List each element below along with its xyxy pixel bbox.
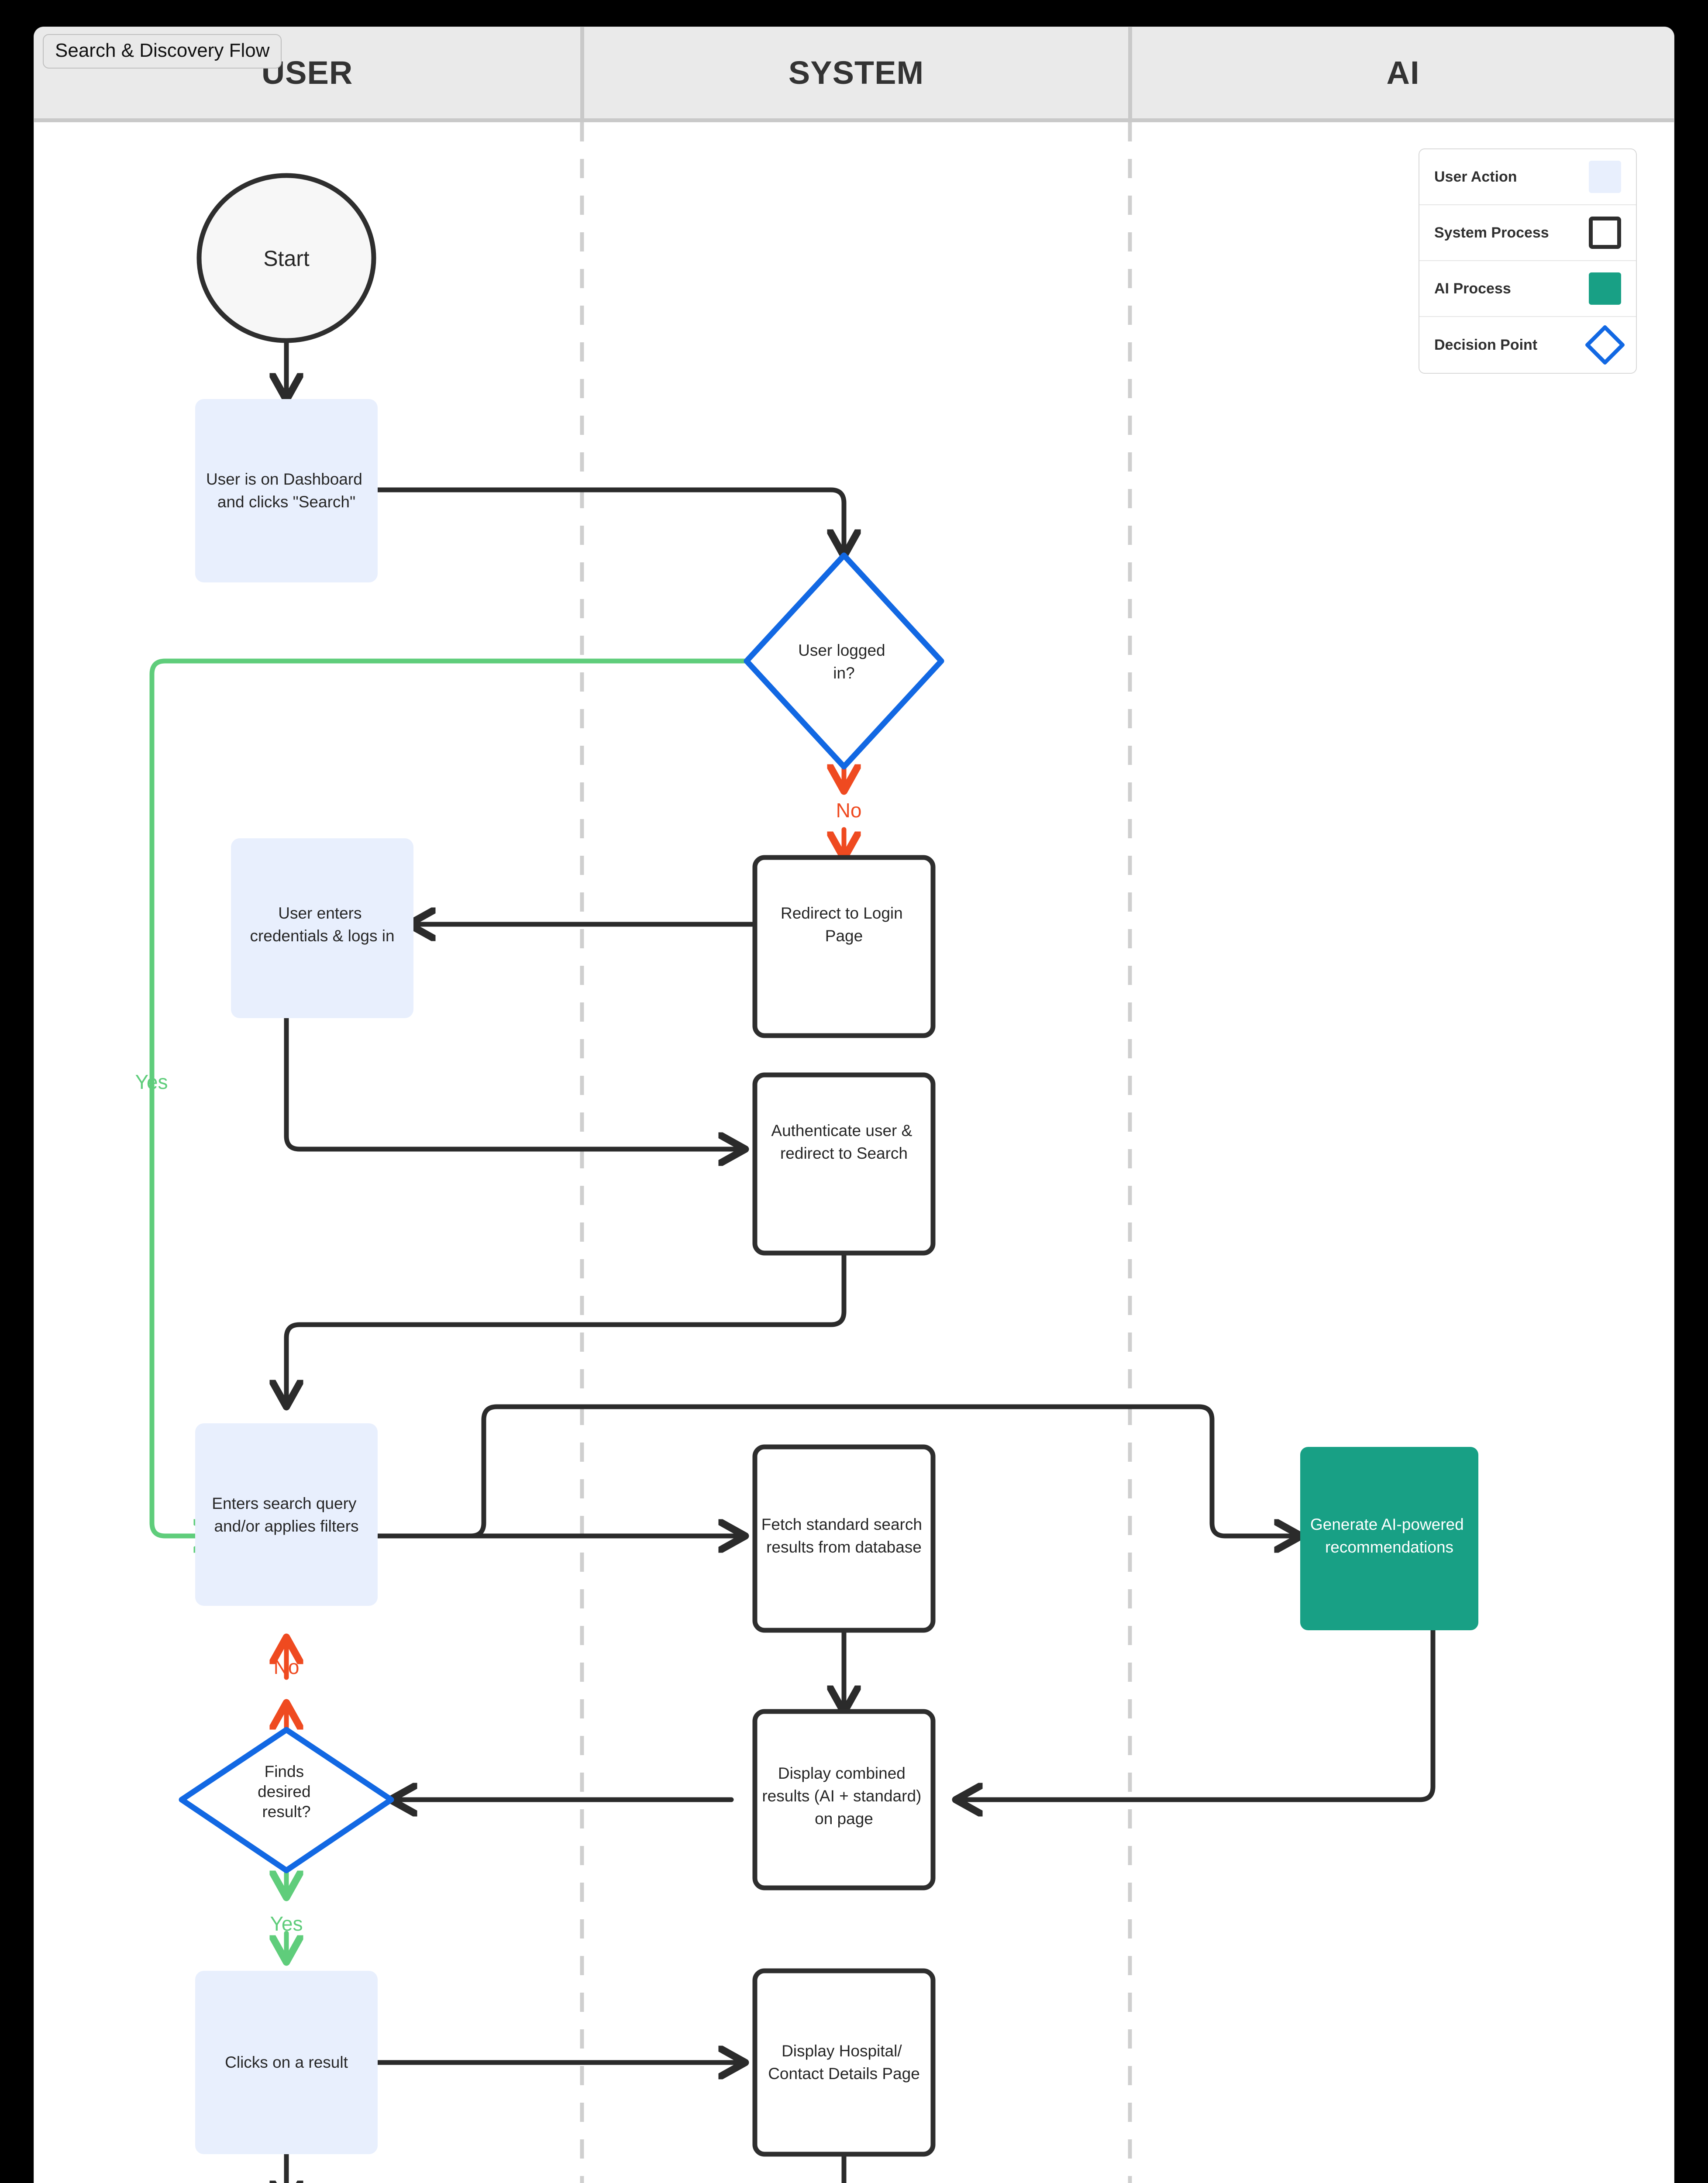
finds-decision-shape [179,1727,394,1873]
start-label: Start [263,246,310,271]
lane-divider-1 [580,27,584,118]
edge-search-query-to-ai-recs [375,1404,1300,1536]
edge-label-logged-in-no: No [836,799,862,822]
details-shape [752,1968,936,2157]
node-display[interactable]: Display combined results (AI + standard)… [752,1709,936,1890]
edge-logged-in-yes-to-search-query [149,658,749,1536]
fetch-shape [752,1444,936,1633]
legend-item-user-action: User Action [1419,149,1636,205]
edge-credentials-to-authenticate [284,1016,744,1149]
ai-recs-label: Generate AI-powered recommendations [1310,1515,1468,1556]
node-authenticate[interactable]: Authenticate user & redirect to Search [752,1072,936,1256]
edge-label-finds-no: No [274,1656,300,1678]
finds-label: Finds desired result? [258,1763,315,1821]
display-shape [752,1709,936,1890]
dashboard-shape [195,399,378,582]
logged-in-decision-shape [744,552,944,770]
edge-label-logged-in-yes: Yes [135,1071,168,1093]
node-search-query[interactable]: Enters search query and/or applies filte… [195,1423,378,1606]
ai-recs-shape [1300,1447,1478,1630]
edge-dashboard-to-logged-in [375,487,844,555]
node-details[interactable]: Display Hospital/ Contact Details Page [752,1968,936,2157]
node-fetch[interactable]: Fetch standard search results from datab… [752,1444,936,1633]
node-dashboard[interactable]: User is on Dashboard and clicks "Search" [195,399,378,582]
legend-label-system-process: System Process [1434,224,1549,241]
details-label: Display Hospital/ Contact Details Page [768,2042,920,2083]
start-terminator-shape [196,173,376,343]
node-credentials[interactable]: User enters credentials & logs in [231,838,413,1018]
credentials-label: User enters credentials & logs in [250,904,394,945]
legend-panel: User Action System Process AI Process De… [1419,148,1637,374]
user-action-swatch-icon [1589,161,1621,193]
swimlane-header-bar: USER SYSTEM AI [34,27,1674,122]
node-finds[interactable]: Finds desired result? [179,1727,394,1873]
lane-title-ai: AI [1386,55,1420,91]
legend-item-ai-process: AI Process [1419,261,1636,317]
flow-title-tab[interactable]: Search & Discovery Flow [43,34,282,69]
legend-label-decision-point: Decision Point [1434,336,1538,353]
edge-authenticate-to-search-query [286,1250,847,1406]
node-start[interactable]: Start [196,173,376,343]
lane-title-system: SYSTEM [788,55,924,91]
click-result-label: Clicks on a result [225,2053,348,2071]
edge-ai-recs-to-display [957,1628,1436,1800]
fetch-label: Fetch standard search results from datab… [761,1515,926,1556]
node-click-result[interactable]: Clicks on a result [195,1971,378,2154]
authenticate-shape [752,1072,936,1256]
node-ai-recs[interactable]: Generate AI-powered recommendations [1300,1447,1478,1630]
redirect-label: Redirect to Login Page [781,904,907,945]
search-query-label: Enters search query and/or applies filte… [212,1494,361,1535]
legend-label-user-action: User Action [1434,168,1517,185]
lane-header-ai: AI [1132,27,1674,118]
dashboard-label: User is on Dashboard and clicks "Search" [206,470,367,511]
flowchart-svg: redirect --> loops left then down to sea… [135,122,1478,2183]
lane-header-system: SYSTEM [584,27,1128,118]
ai-process-swatch-icon [1589,272,1621,305]
logged-in-label: User logged in? [798,641,890,682]
edge-details-to-save-lead [841,2152,847,2183]
display-label: Display combined results (AI + standard)… [762,1764,926,1828]
legend-item-decision-point: Decision Point [1419,317,1636,373]
credentials-shape [231,838,413,1018]
legend-label-ai-process: AI Process [1434,280,1511,297]
diagram-canvas: USER SYSTEM AI Search & Discovery Flow U… [34,27,1674,2183]
decision-point-swatch-icon [1584,324,1625,365]
search-query-shape [195,1423,378,1606]
authenticate-label: Authenticate user & redirect to Search [771,1122,916,1162]
edge-label-finds-yes: Yes [270,1912,303,1935]
node-redirect[interactable]: Redirect to Login Page [752,855,936,1038]
lane-divider-2 [1128,27,1132,118]
node-logged-in[interactable]: User logged in? [744,552,944,770]
system-process-swatch-icon [1589,217,1621,249]
click-result-shape [195,1971,378,2154]
legend-item-system-process: System Process [1419,205,1636,261]
redirect-shape [752,855,936,1038]
